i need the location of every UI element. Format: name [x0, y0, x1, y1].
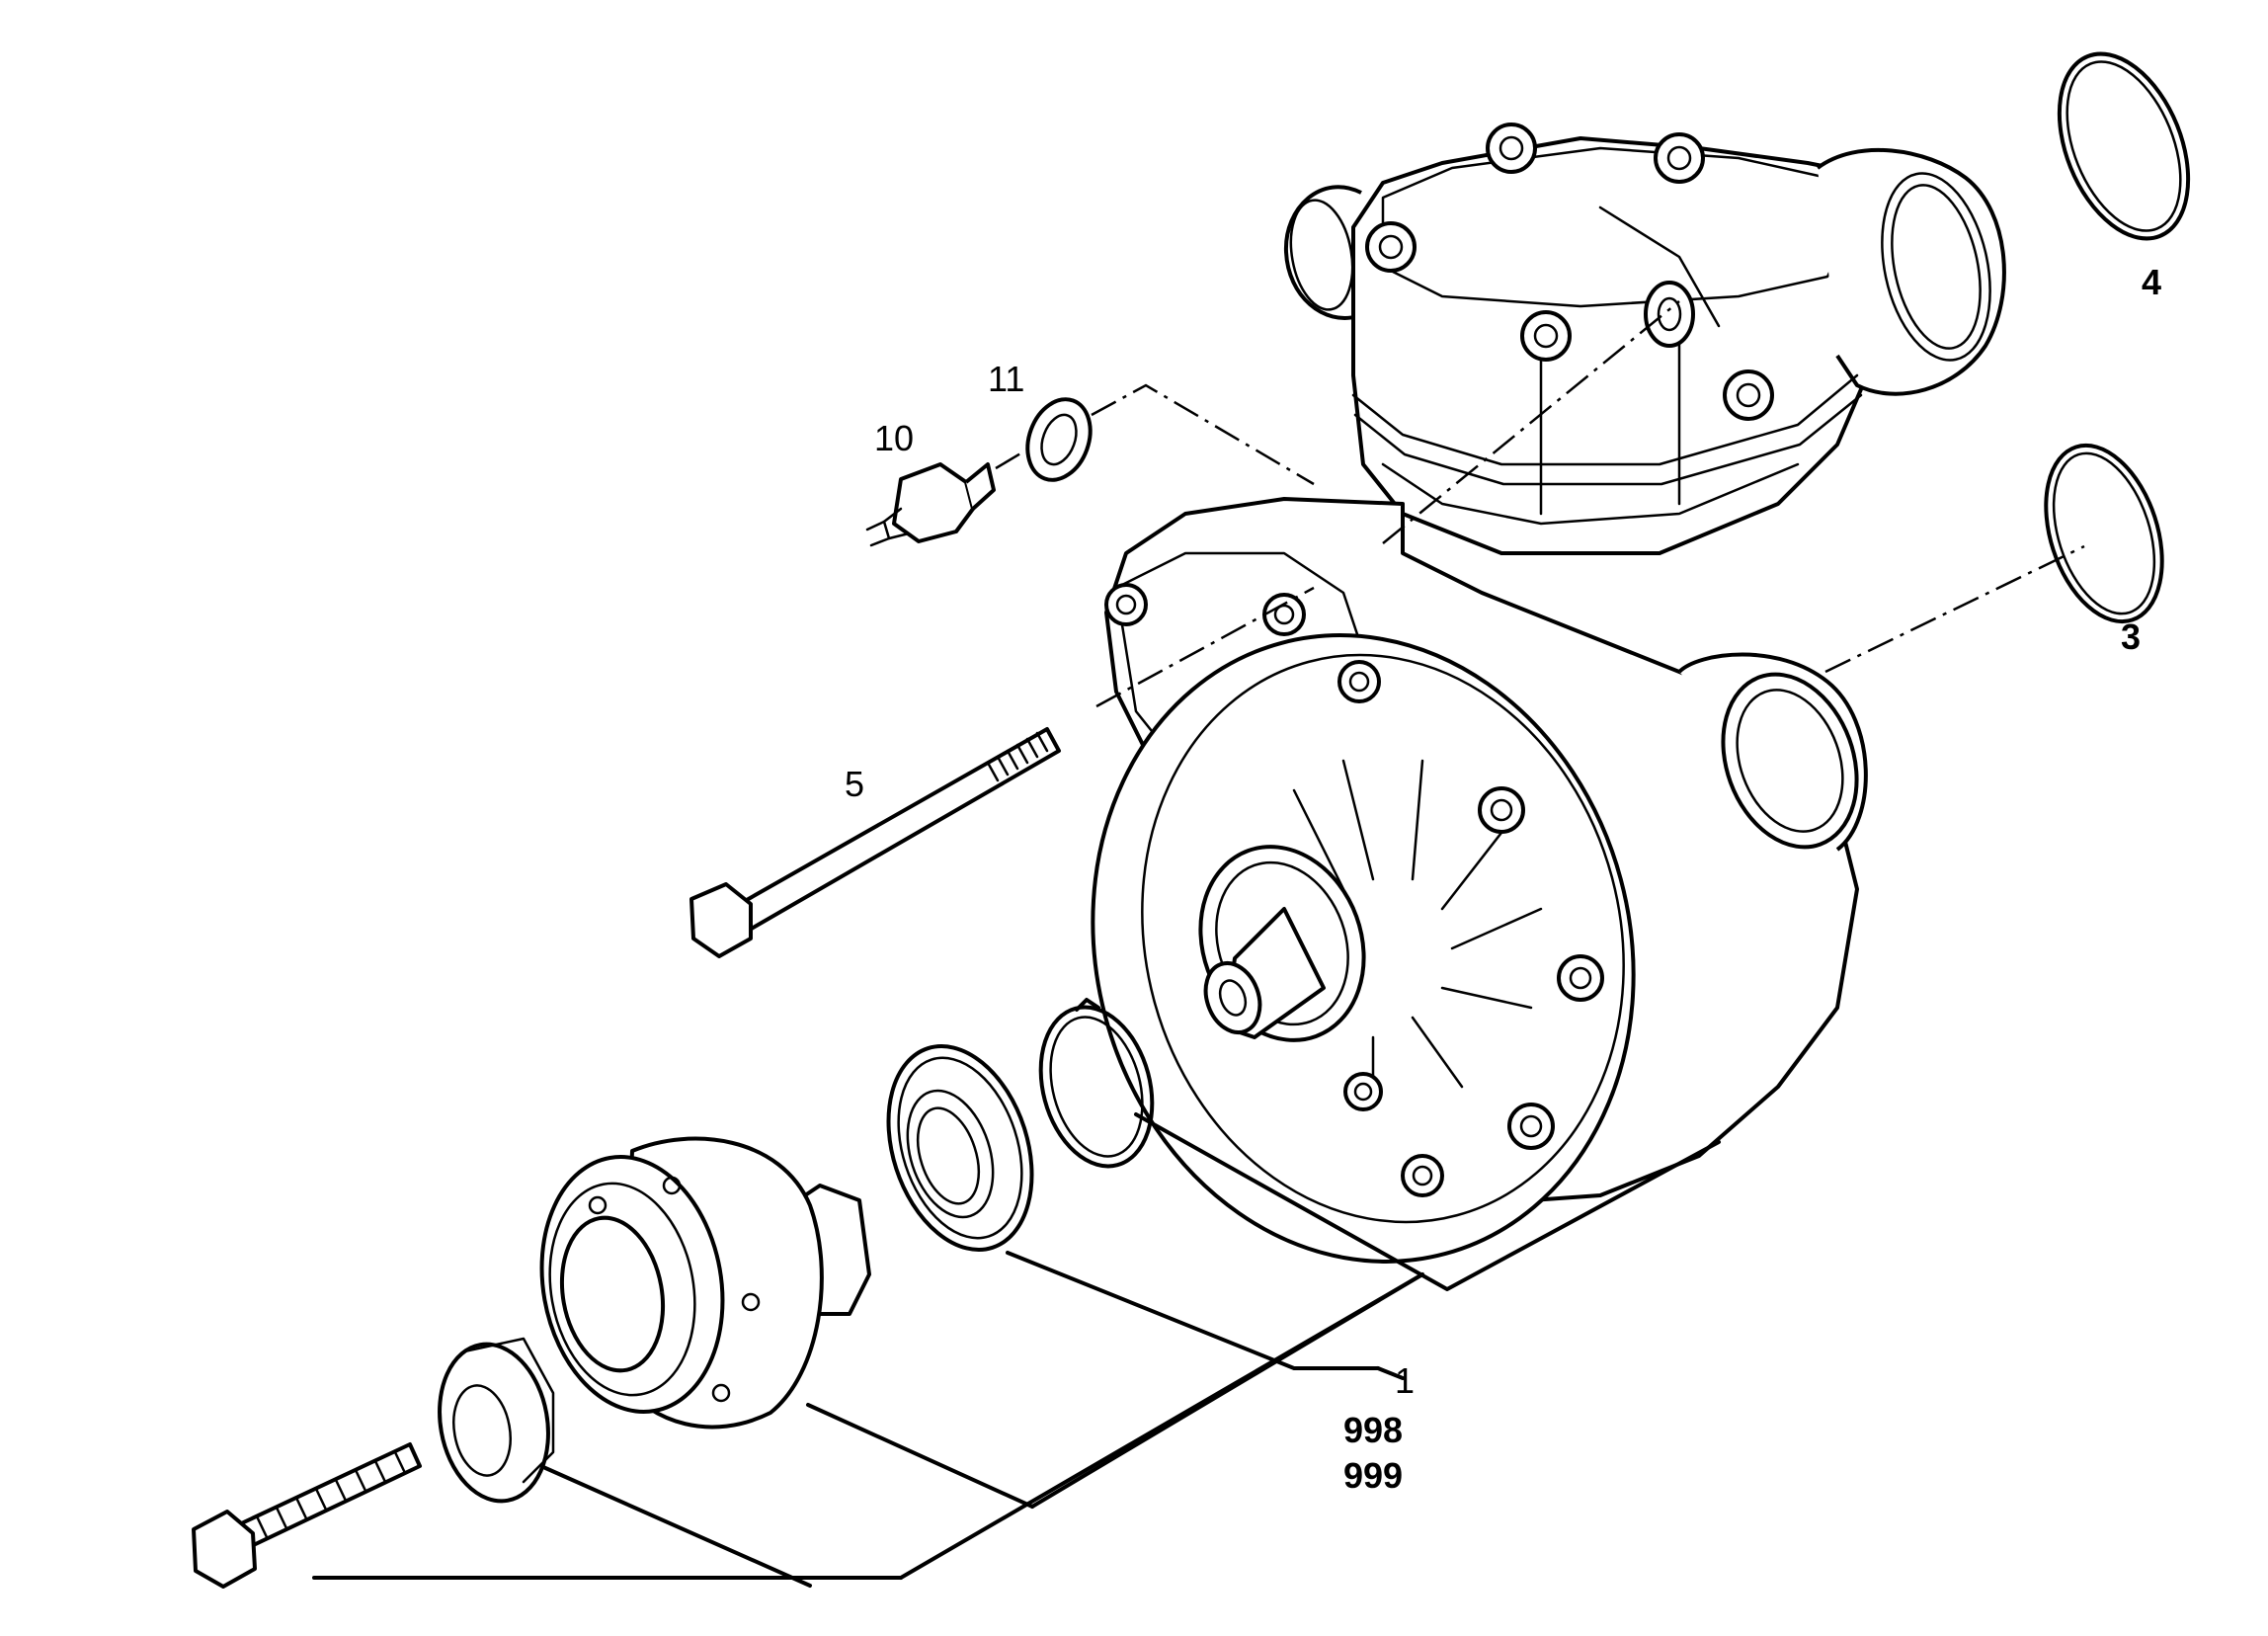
callout-1: 1: [1395, 1360, 1416, 1401]
centerline-sensor: [995, 450, 1023, 470]
callout-998: 998: [1343, 1410, 1404, 1450]
callout-999: 999: [1343, 1455, 1404, 1496]
o-ring-3: [2044, 443, 2164, 624]
sealing-washer-11: [1025, 397, 1093, 482]
centerline-bolt-5: [1095, 586, 1315, 708]
callout-3: 3: [2121, 616, 2142, 657]
centerline-washer: [1091, 383, 1315, 486]
hub-bolt: [192, 1442, 422, 1589]
o-ring-4: [2057, 51, 2191, 241]
ball-bearing: [886, 1044, 1034, 1252]
spacer-seal: [438, 1337, 555, 1504]
callout-4: 4: [2142, 262, 2162, 302]
centerline-head: [1382, 300, 1680, 544]
callout-10: 10: [874, 418, 915, 458]
assembly-leader-lines: [312, 1112, 1721, 1588]
pressure-sensor-10: [865, 462, 996, 547]
circlip: [1038, 998, 1155, 1169]
callout-11: 11: [988, 359, 1025, 399]
crankcase-housing: [1091, 497, 1868, 1264]
centerline-o-ring-3: [1824, 544, 2085, 674]
cylinder-head: [1283, 123, 2006, 555]
callout-5: 5: [845, 764, 865, 804]
drive-hub: [539, 1136, 871, 1430]
long-bolt-5: [689, 727, 1061, 958]
